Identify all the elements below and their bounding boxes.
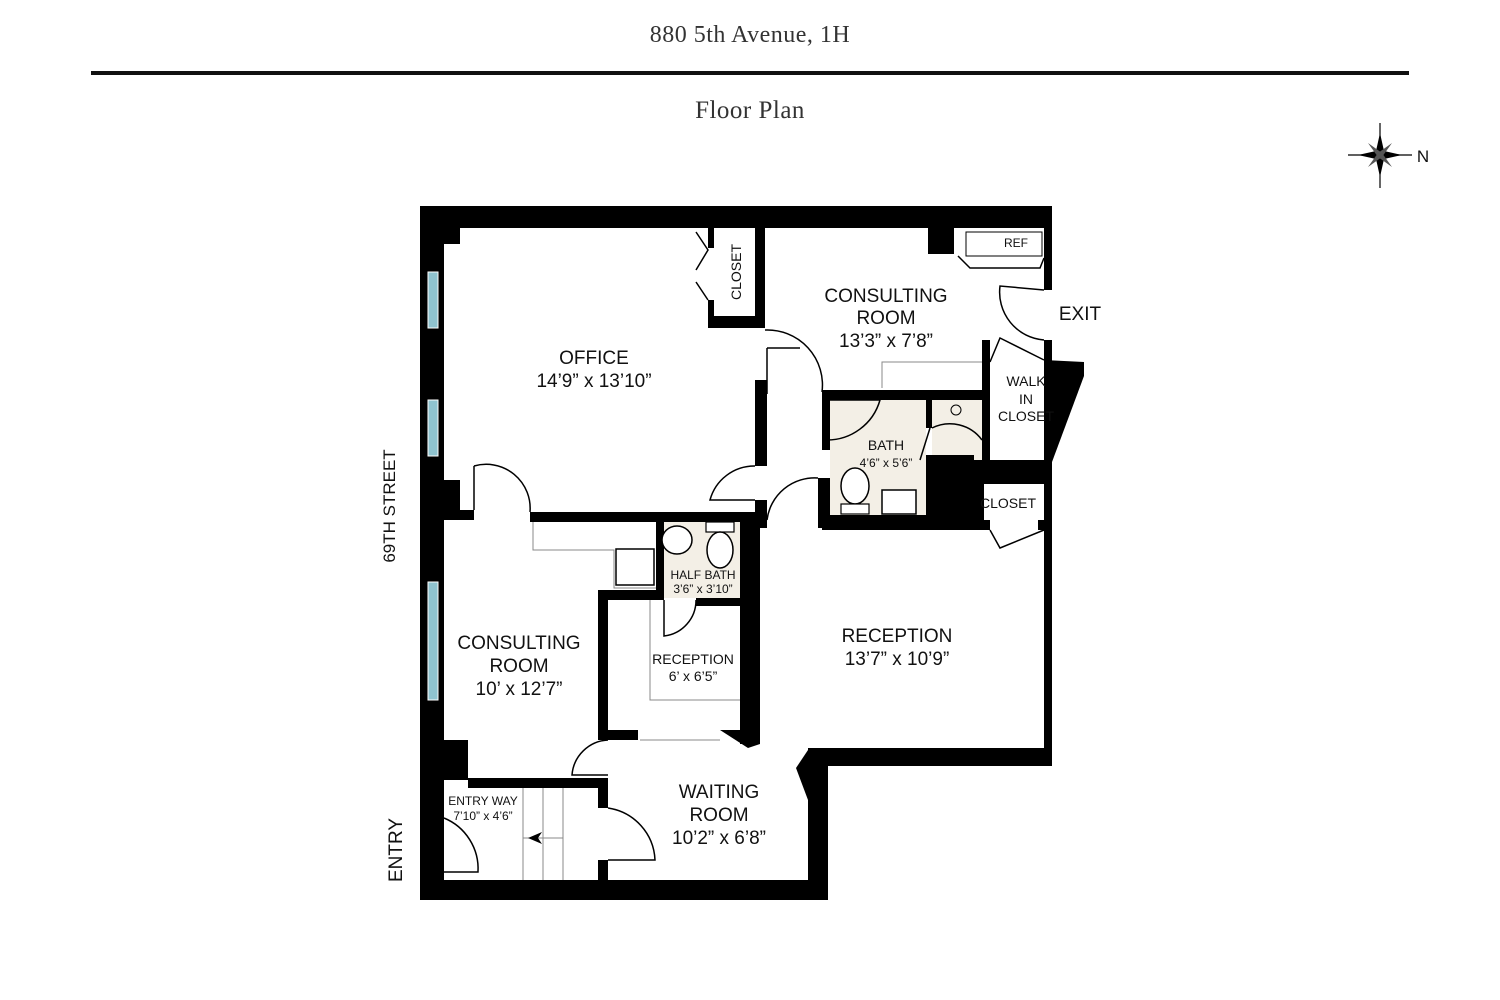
consulting-left-name2: ROOM <box>489 656 548 677</box>
page-subtitle: Floor Plan <box>695 97 805 124</box>
street-label: 69TH STREET <box>380 449 399 562</box>
consulting-left-dims: 10’ x 12’7” <box>476 679 563 700</box>
shower-head-icon <box>950 404 962 416</box>
half-bath-name: HALF BATH <box>670 568 735 582</box>
ref-label: REF <box>1004 236 1028 250</box>
consulting-top-name1: CONSULTING <box>824 286 947 307</box>
toilet-icon <box>706 531 734 569</box>
bath-dims: 4’6” x 5’6” <box>860 456 913 470</box>
consulting-top-name2: ROOM <box>856 308 915 329</box>
entry-way-dims: 7’10” x 4’6” <box>453 809 512 823</box>
waiting-name1: WAITING <box>679 782 760 803</box>
consulting-top-dims: 13’3” x 7’8” <box>839 331 933 352</box>
walk-in-name1: WALK <box>1006 373 1046 389</box>
bath-name: BATH <box>868 437 904 453</box>
reception-dims: 13’7” x 10’9” <box>845 649 950 670</box>
waiting-name2: ROOM <box>689 805 748 826</box>
walk-in-name2: IN <box>1019 391 1033 407</box>
exit-label: EXIT <box>1059 304 1102 325</box>
waiting-dims: 10’2” x 6’8” <box>672 828 766 849</box>
entry-way-name: ENTRY WAY <box>448 794 518 808</box>
toilet-icon <box>705 521 735 533</box>
half-bath-dims: 3’6” x 3’10” <box>673 582 732 596</box>
reception-small-name: RECEPTION <box>652 651 734 667</box>
sink-icon <box>615 548 655 586</box>
entry-label: ENTRY <box>386 818 407 882</box>
title-divider <box>91 71 1409 75</box>
closet-right-name: CLOSET <box>980 495 1036 511</box>
compass-rose-icon <box>1348 123 1412 188</box>
walls <box>420 206 1084 900</box>
shower-tile-floor <box>932 400 982 460</box>
doors <box>443 231 1045 873</box>
office-name: OFFICE <box>559 348 629 369</box>
reception-small-dims: 6’ x 6’5” <box>669 668 718 684</box>
toilet-icon <box>840 467 870 505</box>
page-title: 880 5th Avenue, 1H <box>649 22 851 48</box>
consulting-left-name1: CONSULTING <box>457 633 580 654</box>
walk-in-name3: CLOSET <box>998 408 1054 424</box>
fixtures <box>424 231 1043 880</box>
sink-icon <box>661 525 693 555</box>
entry-arrow-icon <box>424 840 440 864</box>
office-dims: 14’9” x 13’10” <box>536 371 651 392</box>
reception-name: RECEPTION <box>842 626 953 647</box>
compass-north-label: N <box>1417 147 1429 166</box>
sink-icon <box>881 489 917 515</box>
windows <box>427 271 439 701</box>
office-closet-name: CLOSET <box>728 244 744 300</box>
